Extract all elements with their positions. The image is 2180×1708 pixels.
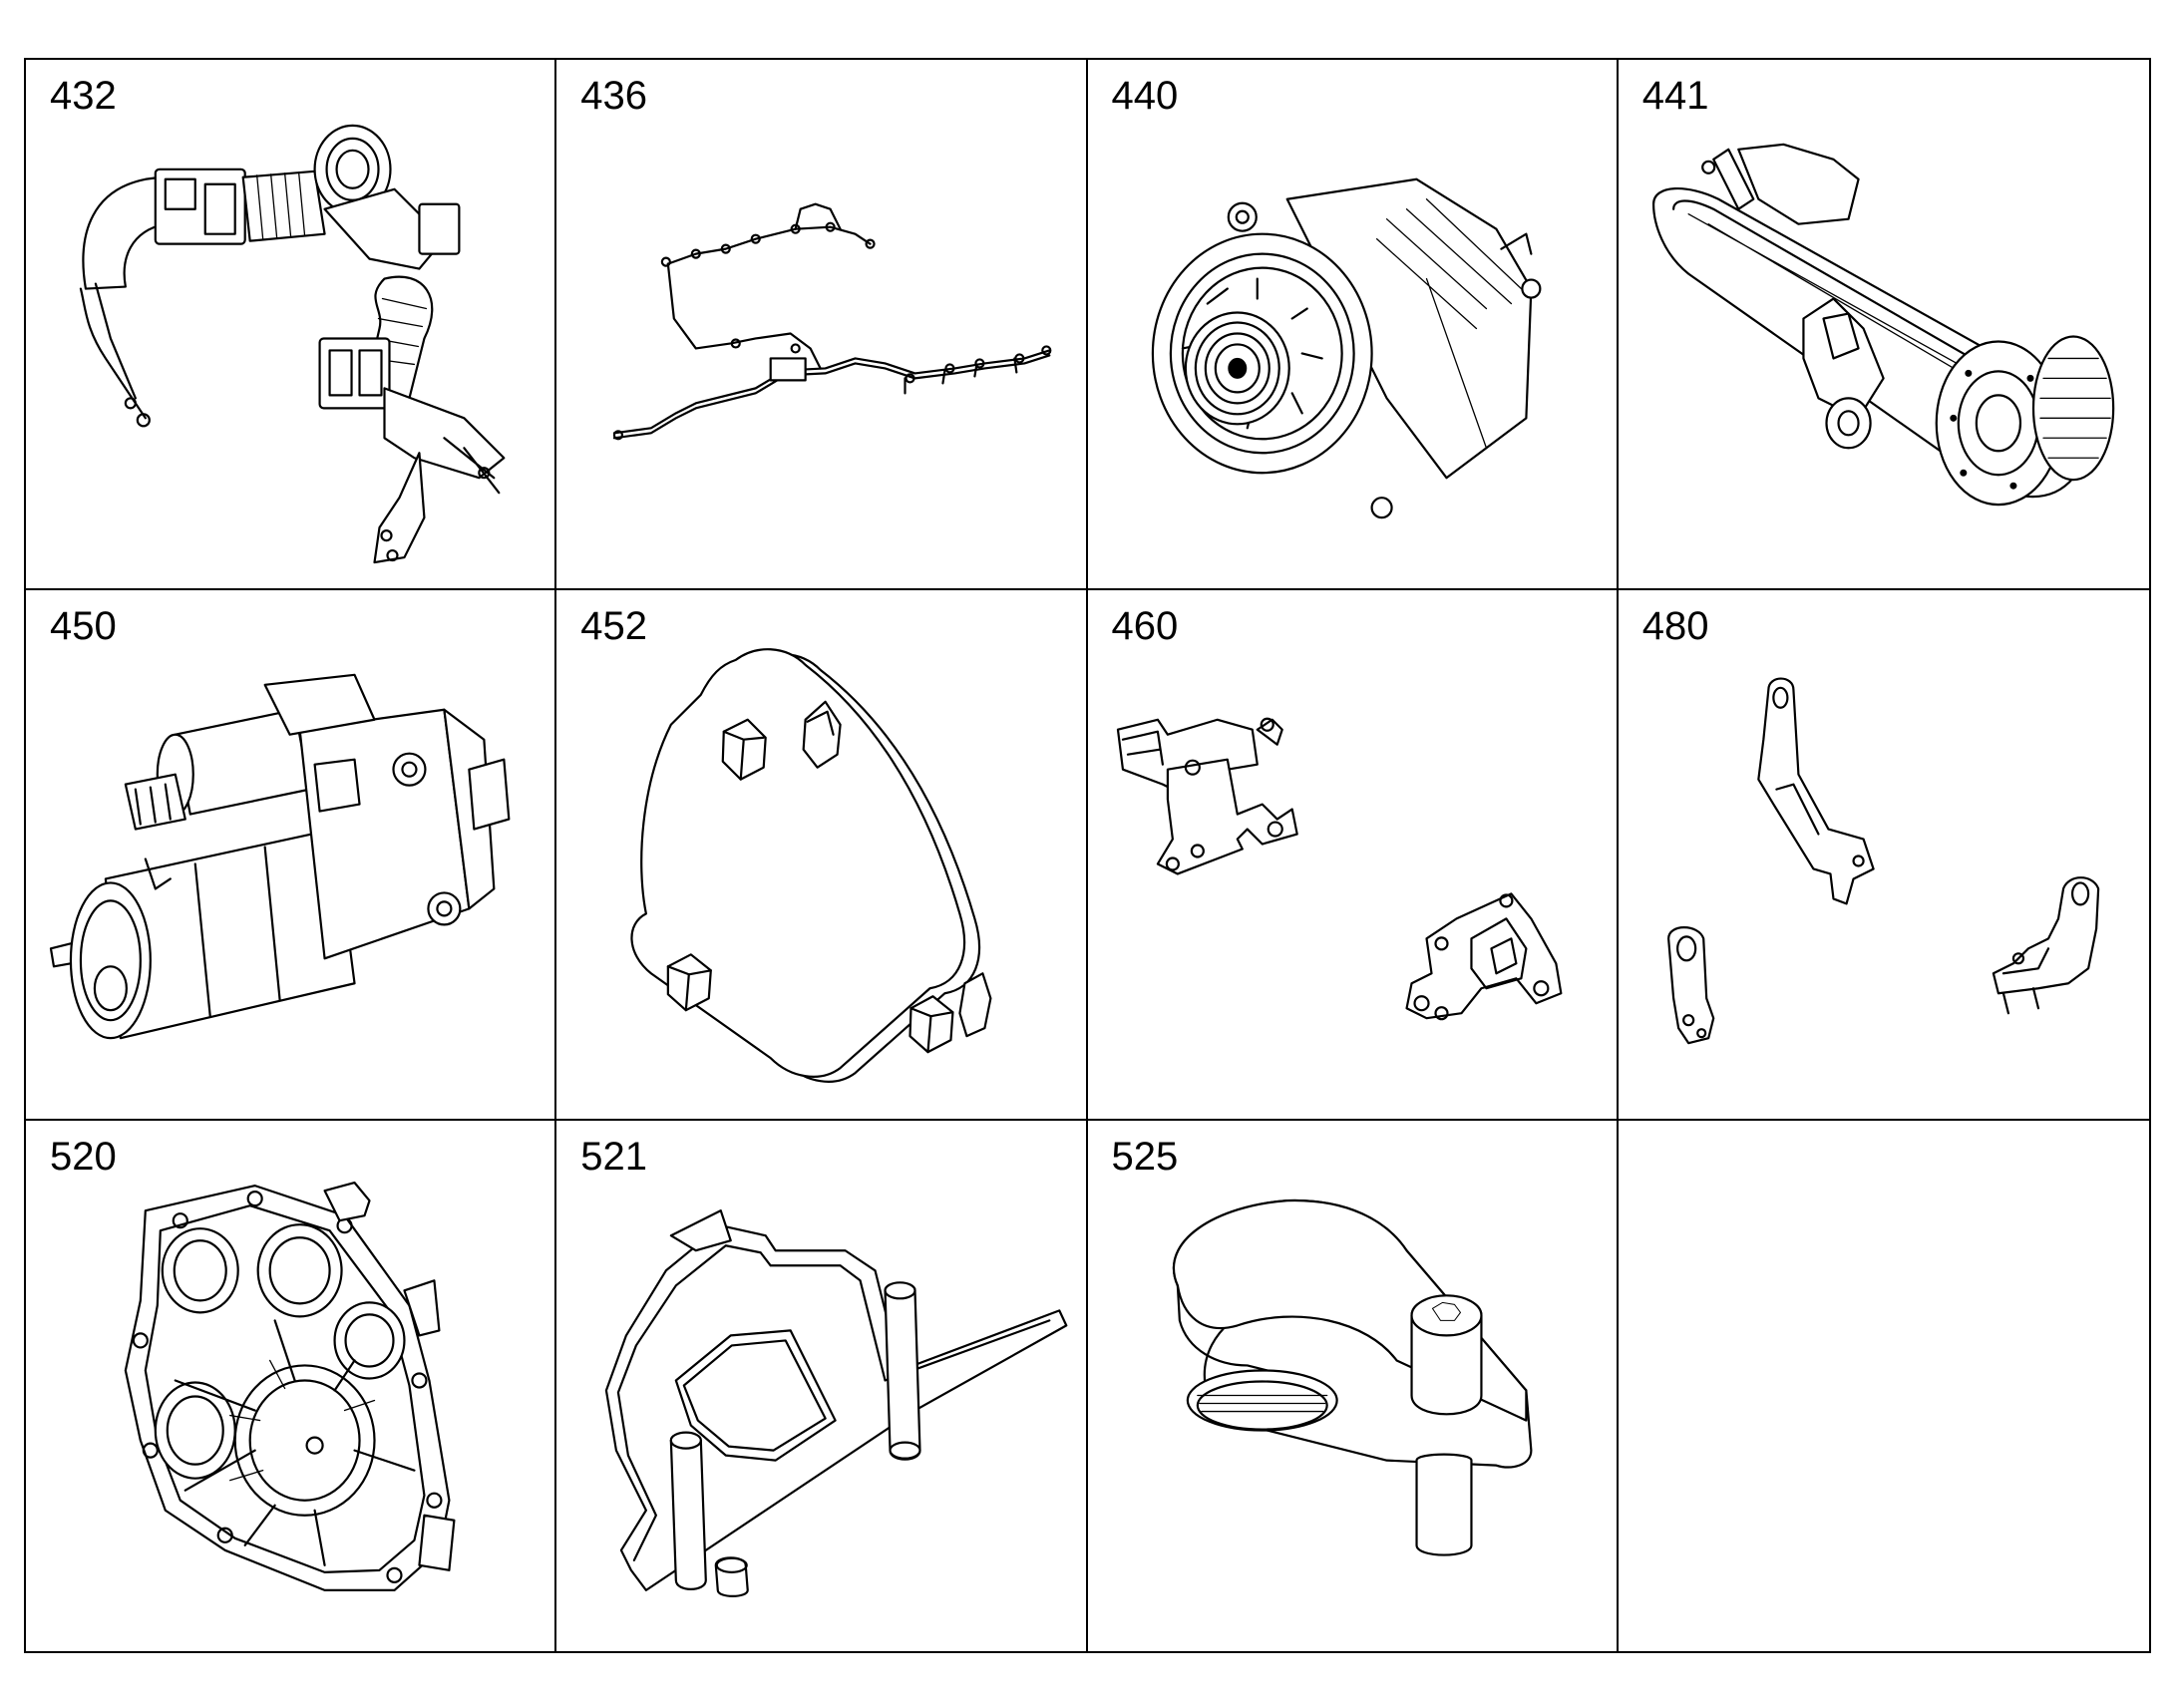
part-cell-480[interactable]: 480 [1618, 590, 2149, 1121]
part-cell-521[interactable]: 521 [556, 1121, 1088, 1651]
part-cell-452[interactable]: 452 [556, 590, 1088, 1121]
cover-plate-icon [556, 590, 1085, 1119]
part-number: 450 [50, 604, 117, 648]
part-number: 525 [1111, 1135, 1179, 1179]
part-cell-432[interactable]: 432 [26, 60, 557, 590]
belt-drive-icon [1619, 60, 2149, 588]
part-number: 521 [580, 1135, 647, 1179]
flywheel-housing-icon [26, 1121, 554, 1651]
part-number: 440 [1111, 74, 1179, 118]
part-number: 480 [1641, 604, 1709, 648]
part-number: 432 [50, 74, 117, 118]
part-cell-436[interactable]: 436 [556, 60, 1088, 590]
starter-motor-icon [26, 590, 554, 1119]
part-number: 460 [1111, 604, 1179, 648]
alternator-icon [1088, 60, 1617, 588]
locating-tool-icon [556, 1121, 1085, 1651]
part-cell-440[interactable]: 440 [1087, 60, 1619, 590]
air-intake-pipe-assembly-icon [26, 60, 554, 588]
part-cell-441[interactable]: 441 [1618, 60, 2149, 590]
part-cell-520[interactable]: 520 [26, 1121, 557, 1651]
empty-cell [1619, 1121, 2149, 1651]
part-cell-450[interactable]: 450 [26, 590, 557, 1121]
part-number: 452 [580, 604, 647, 648]
part-number: 441 [1641, 74, 1709, 118]
part-cell-460[interactable]: 460 [1087, 590, 1619, 1121]
part-number: 520 [50, 1135, 117, 1179]
mounting-brackets-icon [1088, 590, 1617, 1119]
tensioner-tool-icon [1088, 1121, 1617, 1651]
lifting-eyes-icon [1619, 590, 2149, 1119]
wiring-harness-icon [556, 60, 1085, 588]
part-number: 436 [580, 74, 647, 118]
parts-grid: 432 [24, 58, 2151, 1653]
part-cell-525[interactable]: 525 [1088, 1121, 1619, 1651]
